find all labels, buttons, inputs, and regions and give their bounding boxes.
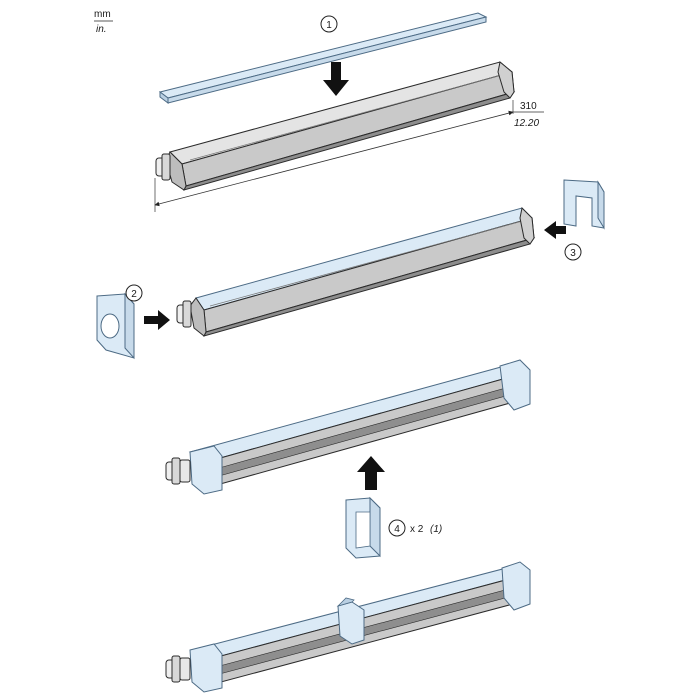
step-4-number: 4 xyxy=(394,524,400,535)
step-4-group: 4 x 2 (1) xyxy=(165,359,531,559)
unit-mm: mm xyxy=(94,9,111,20)
step-4-arrow-icon xyxy=(357,456,385,490)
unit-in: in. xyxy=(96,24,107,35)
step-1-callout: 1 xyxy=(320,15,338,33)
dimension-310: 310 12.20 xyxy=(154,100,544,212)
step-2-3-group: 2 3 xyxy=(96,179,605,360)
step-3-number: 3 xyxy=(570,248,576,259)
dimension-mm: 310 xyxy=(520,101,537,112)
cover-strip xyxy=(158,12,488,104)
step-1-number: 1 xyxy=(326,20,332,31)
step-4-note: (1) xyxy=(430,524,442,535)
end-cap-left xyxy=(96,292,135,360)
dimension-in: 12.20 xyxy=(514,118,539,129)
step-2-number: 2 xyxy=(131,289,137,300)
step-1-group: 1 310 xyxy=(154,12,544,212)
final-assembly xyxy=(165,561,531,693)
luminaire-body-3 xyxy=(165,359,531,495)
step-3-callout: 3 xyxy=(564,243,582,261)
step-1-arrow-icon xyxy=(323,62,349,96)
joint-clip xyxy=(345,496,381,559)
step-2-callout: 2 xyxy=(125,284,143,302)
step-4-quantity: x 2 xyxy=(410,524,424,535)
end-cap-right xyxy=(563,179,605,230)
step-3-arrow-icon xyxy=(544,221,566,239)
step-2-arrow-icon xyxy=(144,310,170,330)
luminaire-body-2 xyxy=(176,206,536,337)
units-legend: mm in. xyxy=(94,9,113,35)
step-4-callout: 4 x 2 (1) xyxy=(388,519,442,537)
